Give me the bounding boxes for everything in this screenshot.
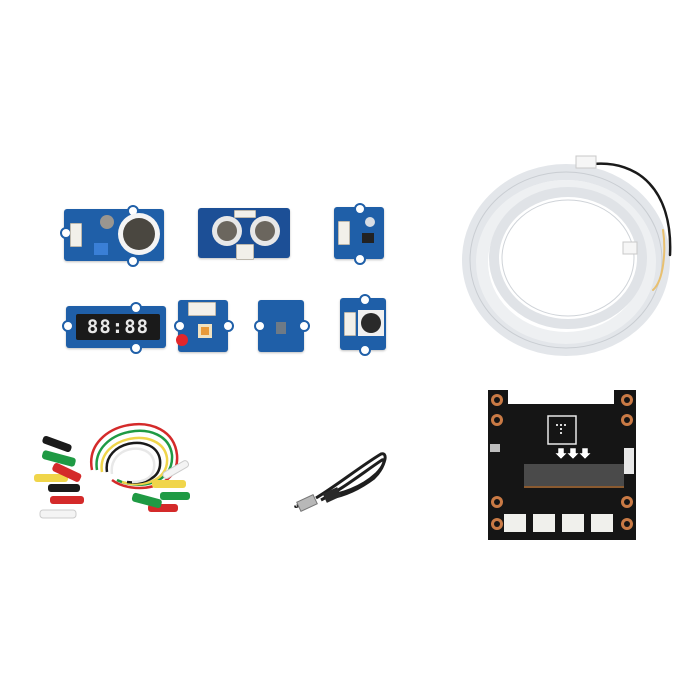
potentiometer — [198, 324, 212, 338]
usb-cable — [286, 446, 390, 526]
capacitor — [100, 215, 114, 229]
mount-hole — [222, 320, 234, 332]
mount-hole — [359, 344, 371, 356]
mount-hole — [127, 255, 139, 267]
four-digit-display-module: 88:88 — [62, 302, 166, 354]
speaker-module — [60, 205, 164, 267]
led-strip-coil — [458, 150, 688, 360]
grove-connector — [236, 244, 254, 260]
rotary-knob-base — [358, 310, 384, 336]
header-connector — [234, 210, 256, 218]
display-digits: 88:88 — [86, 316, 150, 338]
mount-hole — [354, 253, 366, 265]
light-sensor-module — [334, 203, 384, 265]
potentiometer — [94, 243, 108, 255]
mount-hole — [359, 294, 371, 306]
mount-hole — [62, 320, 74, 332]
mount-hole — [354, 203, 366, 215]
seven-segment-display: 88:88 — [76, 314, 160, 340]
grove-connector — [344, 312, 356, 336]
rotary-angle-sensor-module — [340, 294, 386, 356]
mount-hole — [130, 342, 142, 354]
ultrasonic-ranger-module — [198, 208, 290, 260]
chip — [362, 233, 374, 243]
mount-hole — [254, 320, 266, 332]
mount-hole — [174, 320, 186, 332]
red-led-module — [174, 300, 234, 352]
expansion-board — [488, 390, 636, 540]
grove-connector — [70, 223, 82, 247]
sensor-module — [254, 300, 310, 352]
chip — [276, 322, 286, 334]
alligator-clip-cables — [22, 410, 222, 530]
mount-hole — [298, 320, 310, 332]
photoresistor — [365, 217, 375, 227]
speaker-ring — [118, 213, 160, 255]
grove-connector — [188, 302, 216, 316]
mount-hole — [130, 302, 142, 314]
grove-connector — [338, 221, 350, 245]
ultrasonic-transducer — [250, 216, 280, 246]
ultrasonic-transducer — [212, 216, 242, 246]
red-led — [176, 334, 188, 346]
